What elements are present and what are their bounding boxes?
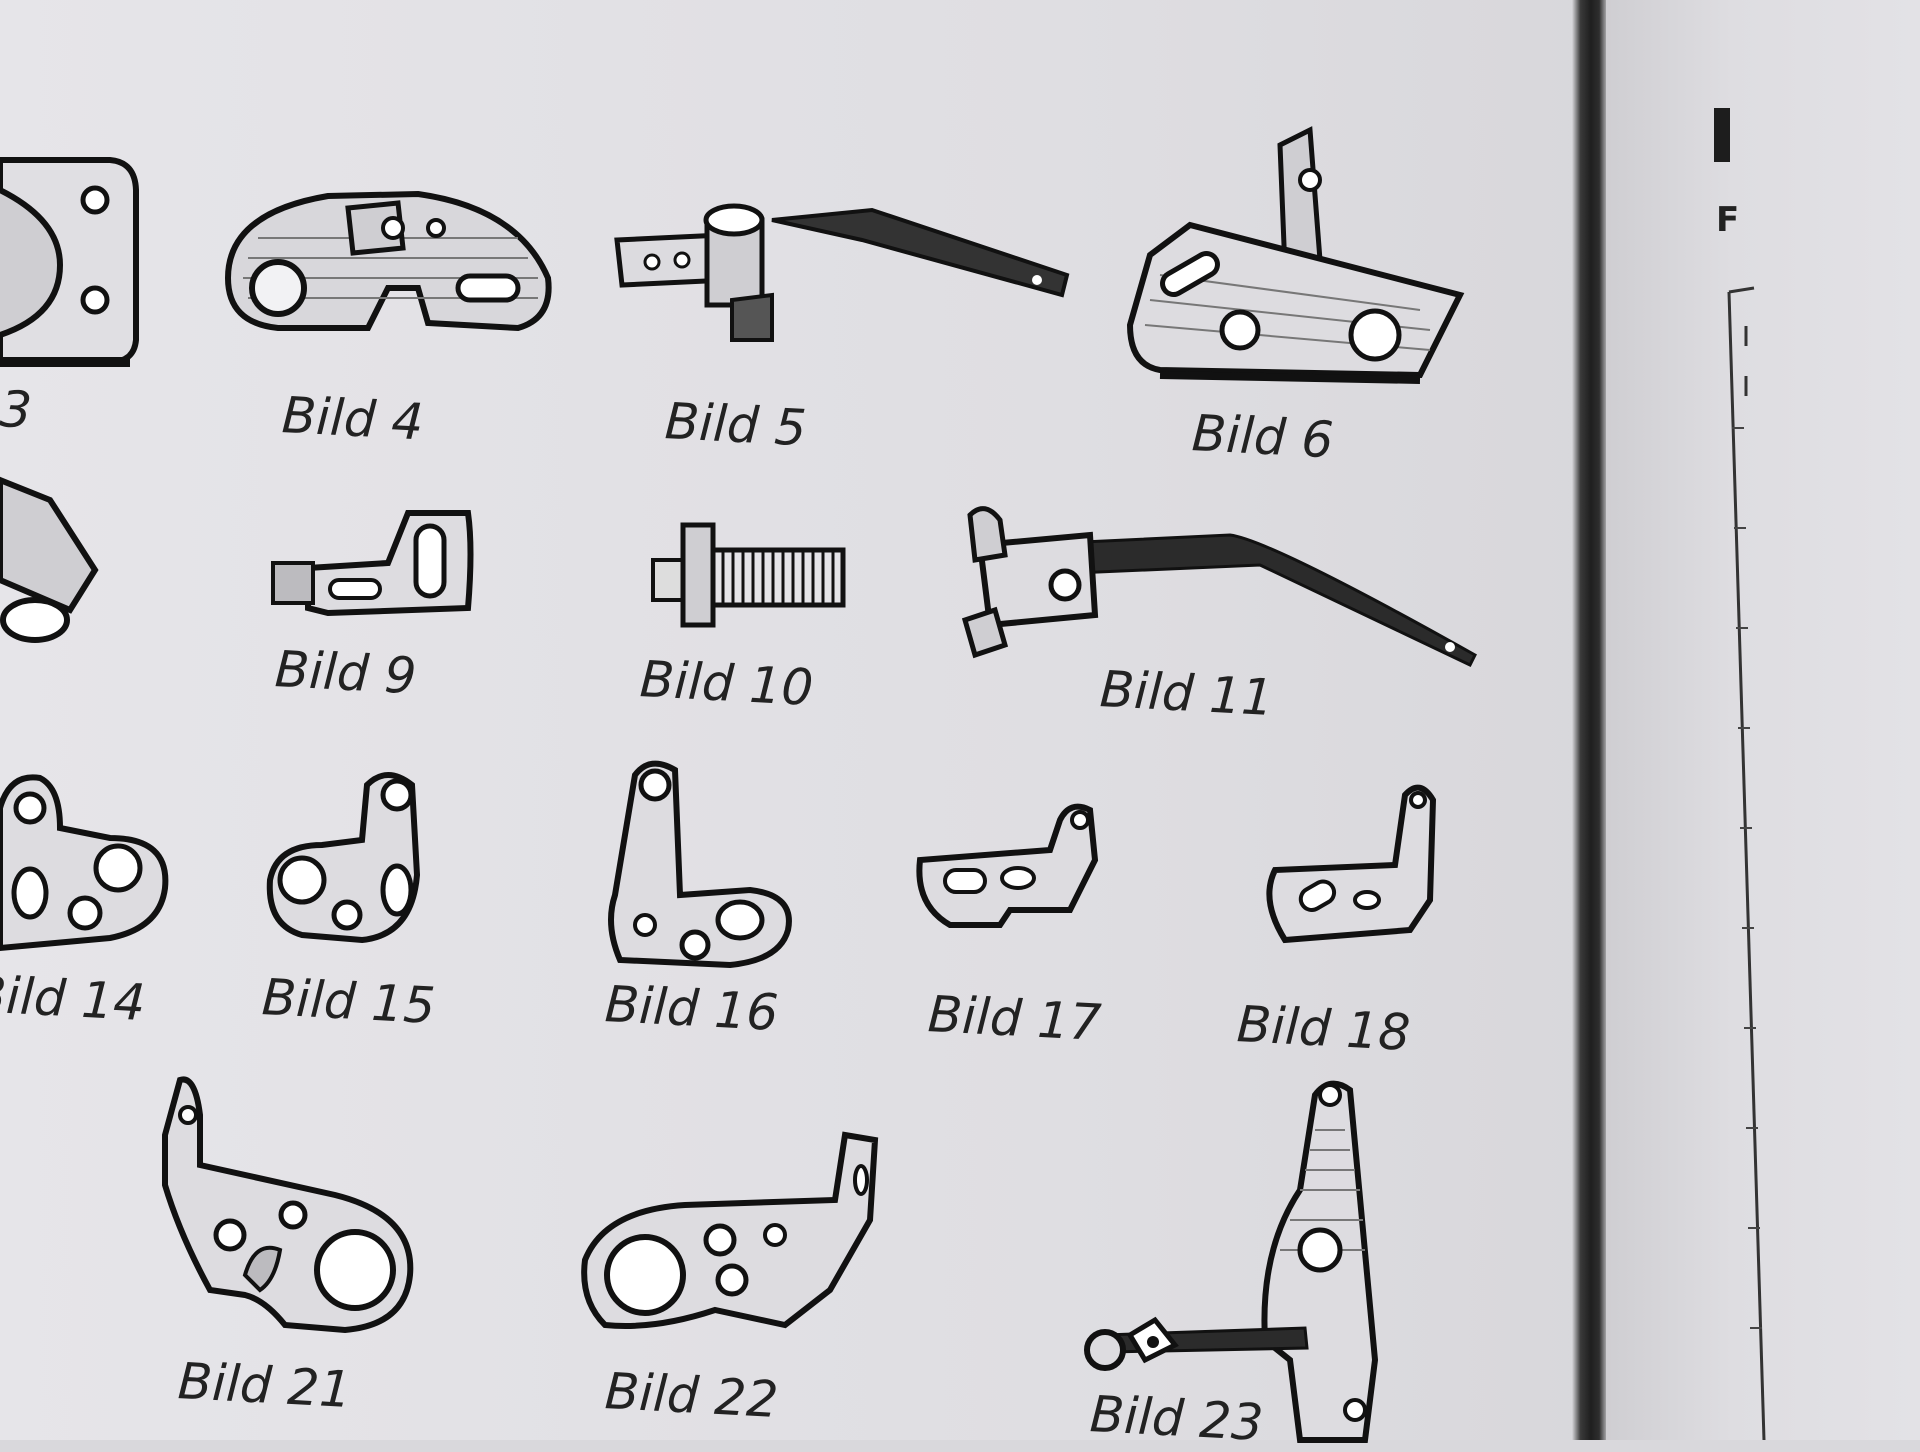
part-drawing-21 bbox=[155, 1075, 420, 1335]
caption-fig-17: Bild 17 bbox=[926, 985, 1103, 1053]
caption-fig-9: Bild 9 bbox=[273, 640, 418, 706]
page-gutter bbox=[1572, 0, 1606, 1440]
part-drawing-17 bbox=[910, 800, 1120, 930]
caption-fig-11: Bild 11 bbox=[1098, 660, 1275, 728]
caption-fig-5: Bild 5 bbox=[663, 392, 808, 458]
caption-fig-18: Bild 18 bbox=[1235, 995, 1412, 1063]
caption-fig-14: Bild 14 bbox=[0, 965, 147, 1033]
right-page bbox=[1606, 0, 1920, 1440]
part-drawing-9 bbox=[268, 508, 478, 628]
part-drawing-3 bbox=[0, 150, 140, 370]
caption-fig-10: Bild 10 bbox=[638, 650, 815, 718]
ruler-scale bbox=[1724, 286, 1784, 1441]
part-drawing-23 bbox=[1075, 1070, 1455, 1443]
part-drawing-14 bbox=[0, 768, 175, 958]
caption-fig-22: Bild 22 bbox=[603, 1362, 780, 1430]
part-drawing-15 bbox=[262, 765, 452, 955]
edge-mark bbox=[1714, 108, 1730, 162]
caption-fig-23: Bild 23 bbox=[1088, 1385, 1265, 1452]
caption-fig-6: Bild 6 bbox=[1190, 404, 1335, 470]
caption-fig-4: Bild 4 bbox=[280, 386, 425, 452]
caption-fig-3: 3 bbox=[0, 380, 34, 440]
part-drawing-5 bbox=[612, 200, 1072, 350]
part-drawing-8-fragment bbox=[0, 460, 100, 643]
part-drawing-16 bbox=[600, 755, 800, 975]
part-drawing-22 bbox=[575, 1130, 885, 1340]
part-drawing-10 bbox=[648, 520, 848, 630]
part-drawing-11 bbox=[960, 505, 1480, 667]
part-drawing-18 bbox=[1255, 780, 1455, 950]
caption-fig-16: Bild 16 bbox=[603, 975, 780, 1043]
caption-fig-15: Bild 15 bbox=[260, 968, 437, 1036]
right-page-letter: F bbox=[1716, 200, 1740, 240]
part-drawing-6 bbox=[1120, 125, 1470, 395]
part-drawing-4 bbox=[218, 188, 558, 348]
caption-fig-21: Bild 21 bbox=[176, 1352, 353, 1420]
